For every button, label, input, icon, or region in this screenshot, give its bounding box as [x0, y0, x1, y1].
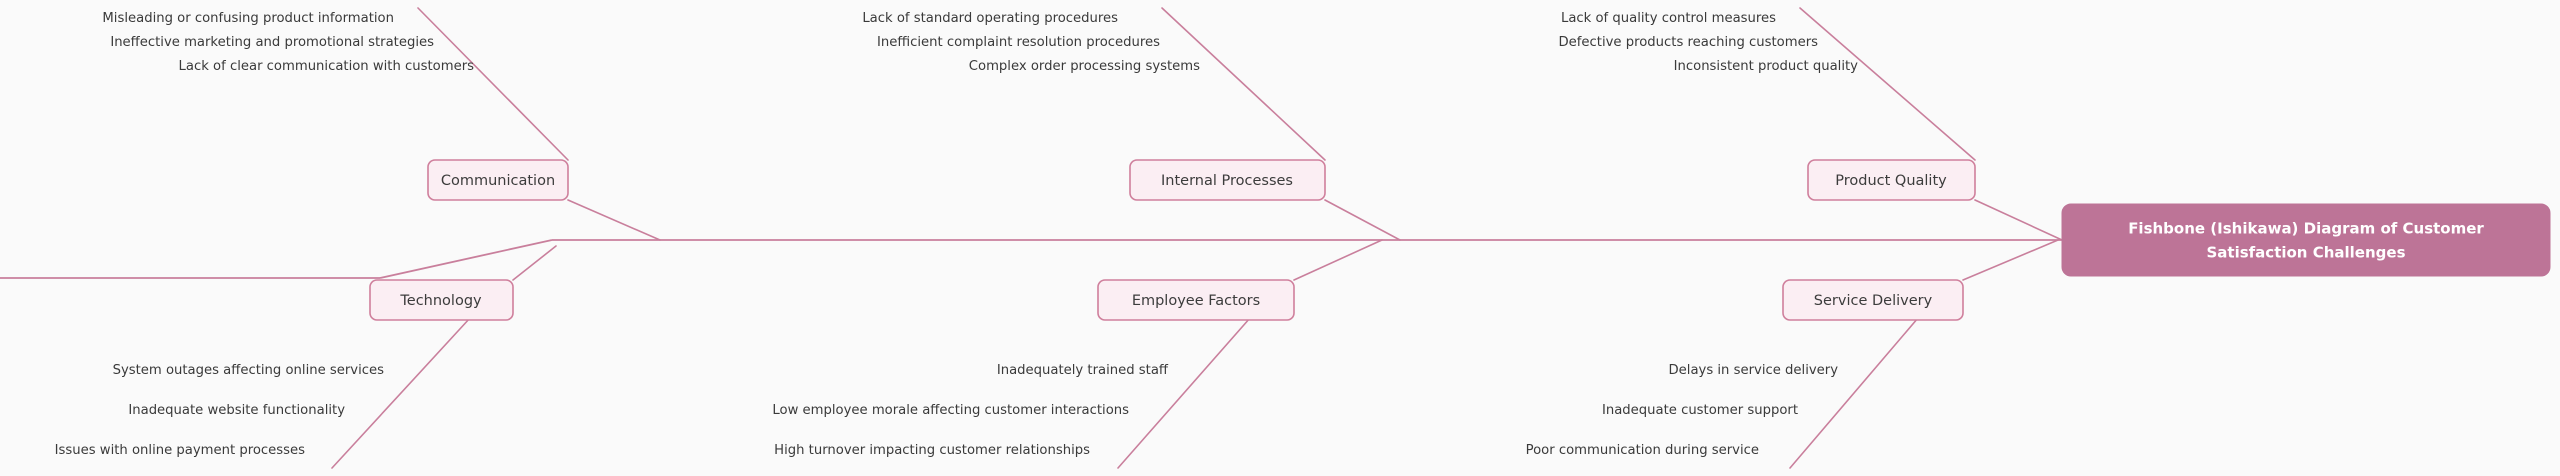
- bone-product-quality: [1799, 7, 2063, 241]
- causes-product-quality: Lack of quality control measures Defecti…: [1559, 11, 1859, 74]
- bone-line-communication-upper: [417, 7, 569, 161]
- bone-line-employee-factors-upper: [1293, 239, 1383, 281]
- bone-line-service-delivery-lower: [1789, 317, 1919, 469]
- category-label-internal-processes: Internal Processes: [1161, 173, 1293, 189]
- bone-line-product-quality-upper: [1799, 7, 1976, 161]
- bone-internal-processes: [1161, 7, 1401, 241]
- category-box-rect-product-quality[interactable]: [1807, 159, 1976, 201]
- cause-label: High turnover impacting customer relatio…: [774, 443, 1090, 458]
- diagram-title-line-2: Satisfaction Challenges: [2206, 244, 2405, 262]
- spine-step-connector: [379, 239, 553, 279]
- category-box-communication[interactable]: Communication: [427, 159, 569, 201]
- bone-line-technology-lower: [331, 317, 471, 469]
- bone-communication: [417, 7, 661, 241]
- cause-label: Poor communication during service: [1526, 443, 1759, 458]
- category-label-service-delivery: Service Delivery: [1814, 293, 1933, 309]
- category-label-product-quality: Product Quality: [1835, 173, 1947, 189]
- cause-label: Lack of clear communication with custome…: [179, 59, 475, 74]
- bone-technology: [331, 245, 557, 469]
- bone-service-delivery: [1789, 239, 2059, 469]
- cause-label: Misleading or confusing product informat…: [102, 11, 394, 26]
- diagram-head-box[interactable]: Fishbone (Ishikawa) Diagram of Customer …: [2061, 203, 2551, 277]
- head-box-rect[interactable]: [2061, 203, 2551, 277]
- cause-label: Inadequate website functionality: [128, 403, 345, 418]
- cause-label: Inconsistent product quality: [1674, 59, 1859, 74]
- bone-line-internal-processes-lower: [1324, 199, 1401, 241]
- category-box-rect-service-delivery[interactable]: [1782, 279, 1964, 321]
- category-box-service-delivery[interactable]: Service Delivery: [1782, 279, 1964, 321]
- causes-service-delivery: Delays in service delivery Inadequate cu…: [1526, 363, 1839, 458]
- category-box-product-quality[interactable]: Product Quality: [1807, 159, 1976, 201]
- cause-label: Defective products reaching customers: [1559, 35, 1819, 50]
- cause-label: Inadequate customer support: [1602, 403, 1798, 418]
- bone-line-communication-lower: [567, 199, 661, 241]
- bone-line-internal-processes-upper: [1161, 7, 1326, 161]
- causes-employee-factors: Inadequately trained staff Low employee …: [772, 363, 1169, 458]
- causes-technology: System outages affecting online services…: [55, 363, 384, 458]
- cause-label: Lack of standard operating procedures: [862, 11, 1118, 26]
- cause-label: Issues with online payment processes: [55, 443, 305, 458]
- cause-label: Ineffective marketing and promotional st…: [110, 35, 434, 50]
- category-box-rect-internal-processes[interactable]: [1129, 159, 1326, 201]
- category-box-employee-factors[interactable]: Employee Factors: [1097, 279, 1295, 321]
- spine-group: [0, 239, 2062, 279]
- category-label-technology: Technology: [399, 293, 482, 309]
- bone-line-product-quality-lower: [1974, 199, 2063, 241]
- causes-communication: Misleading or confusing product informat…: [102, 11, 474, 74]
- cause-label: System outages affecting online services: [113, 363, 385, 378]
- category-box-rect-employee-factors[interactable]: [1097, 279, 1295, 321]
- category-label-communication: Communication: [441, 173, 555, 189]
- bone-line-employee-factors-lower: [1117, 317, 1251, 469]
- cause-label: Low employee morale affecting customer i…: [772, 403, 1129, 418]
- diagram-title-line-1: Fishbone (Ishikawa) Diagram of Customer: [2128, 220, 2484, 238]
- category-box-technology[interactable]: Technology: [369, 279, 514, 321]
- bone-line-technology-upper: [512, 245, 557, 281]
- category-box-internal-processes[interactable]: Internal Processes: [1129, 159, 1326, 201]
- category-box-rect-communication[interactable]: [427, 159, 569, 201]
- cause-label: Delays in service delivery: [1669, 363, 1839, 378]
- cause-label: Inefficient complaint resolution procedu…: [877, 35, 1160, 50]
- bone-employee-factors: [1117, 239, 1383, 469]
- cause-label: Lack of quality control measures: [1561, 11, 1776, 26]
- category-label-employee-factors: Employee Factors: [1132, 293, 1260, 309]
- bone-line-service-delivery-upper: [1962, 239, 2059, 281]
- cause-label: Complex order processing systems: [969, 59, 1200, 74]
- causes-internal-processes: Lack of standard operating procedures In…: [862, 11, 1200, 74]
- cause-label: Inadequately trained staff: [997, 363, 1169, 378]
- category-box-rect-technology[interactable]: [369, 279, 514, 321]
